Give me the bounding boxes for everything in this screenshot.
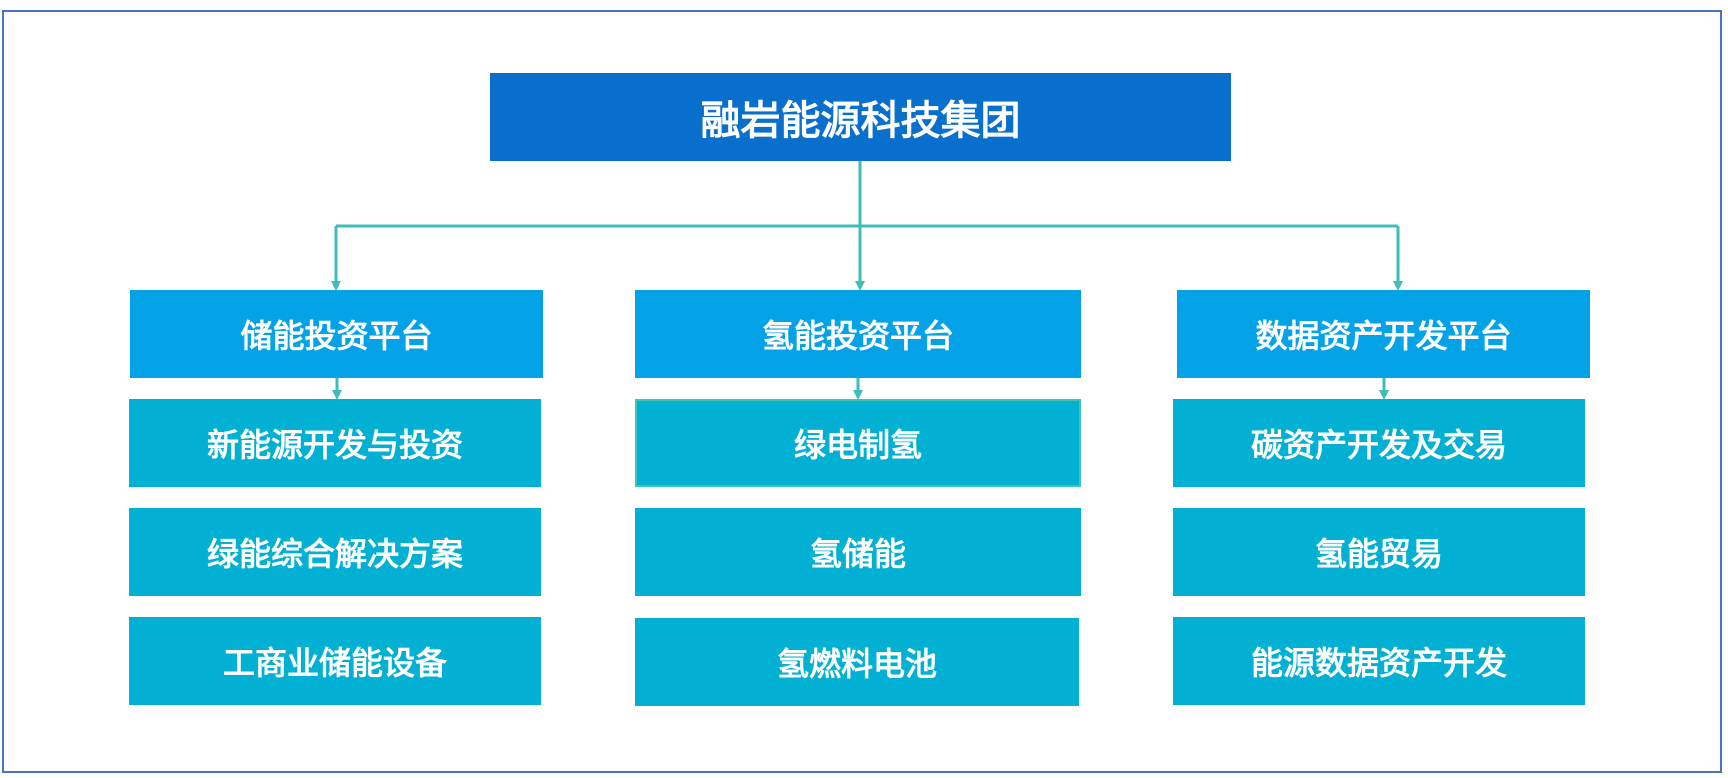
item-storage-1: 新能源开发与投资: [129, 399, 541, 487]
item-data-2: 氢能贸易: [1173, 508, 1585, 596]
platform-storage: 储能投资平台: [130, 290, 543, 378]
item-label: 工商业储能设备: [222, 644, 447, 682]
item-hydrogen-1: 绿电制氢: [635, 399, 1081, 487]
platform-label: 氢能投资平台: [761, 317, 954, 355]
item-data-1: 碳资产开发及交易: [1173, 399, 1585, 487]
item-label: 碳资产开发及交易: [1250, 426, 1507, 464]
item-label: 氢燃料电池: [776, 645, 937, 683]
platform-label: 储能投资平台: [240, 317, 433, 355]
item-label: 氢能贸易: [1314, 535, 1443, 573]
item-hydrogen-2: 氢储能: [635, 508, 1081, 596]
item-label: 能源数据资产开发: [1250, 644, 1507, 682]
item-storage-3: 工商业储能设备: [129, 617, 541, 705]
item-label: 新能源开发与投资: [206, 426, 463, 464]
root-label: 融岩能源科技集团: [700, 98, 1021, 144]
item-label: 绿电制氢: [793, 426, 922, 464]
item-label: 绿能综合解决方案: [206, 535, 463, 573]
item-storage-2: 绿能综合解决方案: [129, 508, 541, 596]
root-node: 融岩能源科技集团: [490, 73, 1231, 161]
diagram-frame: [2, 10, 1722, 773]
item-label: 氢储能: [809, 535, 906, 573]
platform-label: 数据资产开发平台: [1255, 317, 1512, 355]
platform-hydrogen: 氢能投资平台: [635, 290, 1081, 378]
platform-data-assets: 数据资产开发平台: [1177, 290, 1590, 378]
item-hydrogen-3: 氢燃料电池: [635, 618, 1079, 706]
item-data-3: 能源数据资产开发: [1173, 617, 1585, 705]
